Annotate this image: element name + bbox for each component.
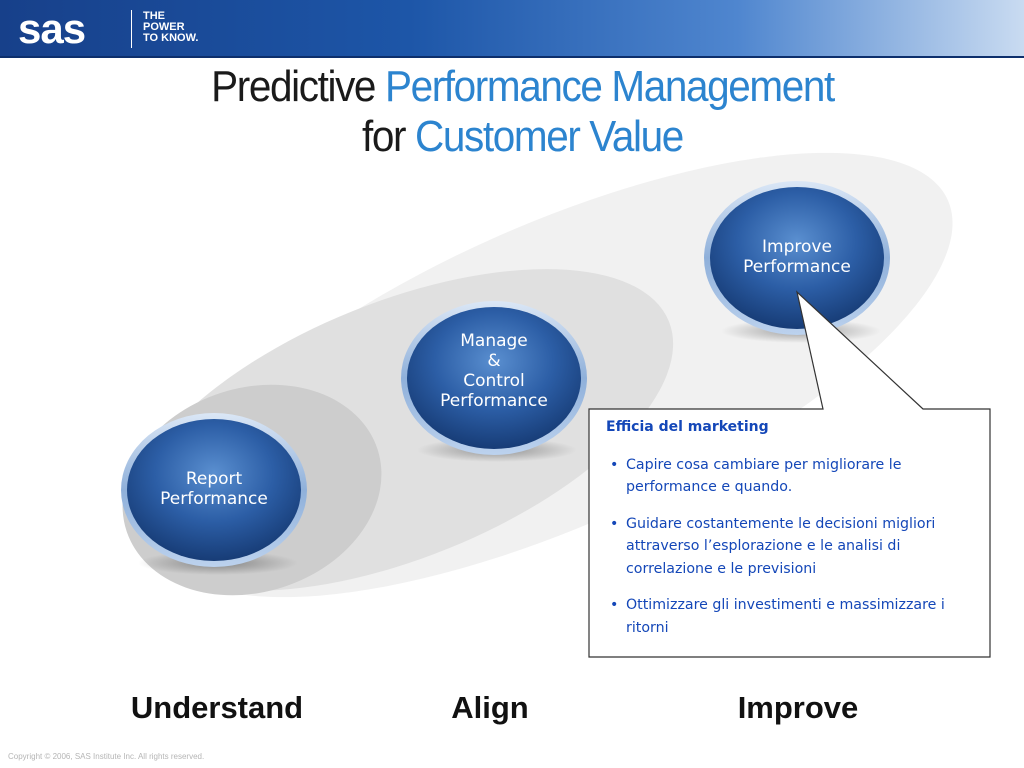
callout-bullet: Capire cosa cambiare per migliorare le p… xyxy=(606,454,976,499)
sas-logo: sas xyxy=(18,5,86,52)
title-plain: Predictive xyxy=(211,62,385,111)
node-label-line: Performance xyxy=(440,391,548,411)
page-title: Predictive Performance Management for Cu… xyxy=(42,62,1003,162)
stage-label-understand: Understand xyxy=(130,690,304,725)
logo-divider xyxy=(131,10,132,48)
node-improve-performance[interactable] xyxy=(710,187,884,329)
callout-bullets: Capire cosa cambiare per migliorare le p… xyxy=(606,454,976,640)
title-highlight: Customer Value xyxy=(415,112,684,161)
node-label-line: Manage xyxy=(460,331,528,351)
callout-bullet: Ottimizzare gli investimenti e massimizz… xyxy=(606,594,976,639)
title-line-1: Predictive Performance Management xyxy=(42,62,1003,112)
title-line-2: for Customer Value xyxy=(42,112,1003,162)
stage-label-align: Align xyxy=(451,690,529,725)
tagline-line: TO KNOW. xyxy=(143,32,199,44)
callout-bullet: Guidare costantemente le decisioni migli… xyxy=(606,513,976,581)
title-highlight: Performance Management xyxy=(384,62,835,111)
tagline-line: THE xyxy=(143,10,165,22)
callout-heading: Efficia del marketing xyxy=(606,419,769,435)
node-label: Report Performance xyxy=(134,469,294,509)
node-label-line: & xyxy=(487,351,501,371)
node-report-performance[interactable] xyxy=(127,419,301,561)
title-plain: for xyxy=(362,112,416,161)
node-label: Manage & Control Performance xyxy=(414,331,574,411)
node-label-line: Control xyxy=(463,371,525,391)
node-label-line: Performance xyxy=(160,489,268,509)
node-label: Improve Performance xyxy=(717,237,877,277)
callout-content: Efficia del marketing Capire cosa cambia… xyxy=(606,416,976,653)
node-label-line: Report xyxy=(185,469,243,489)
tagline: THE POWER TO KNOW. xyxy=(143,11,198,44)
header-banner: sas THE POWER TO KNOW. xyxy=(0,0,1024,58)
node-label-line: Performance xyxy=(743,257,851,277)
node-label-line: Improve xyxy=(762,237,832,257)
stage-label-improve: Improve xyxy=(737,690,859,725)
node-manage-control-performance[interactable] xyxy=(407,307,581,449)
tagline-line: POWER xyxy=(143,21,185,33)
copyright-notice: Copyright © 2006, SAS Institute Inc. All… xyxy=(8,752,205,761)
